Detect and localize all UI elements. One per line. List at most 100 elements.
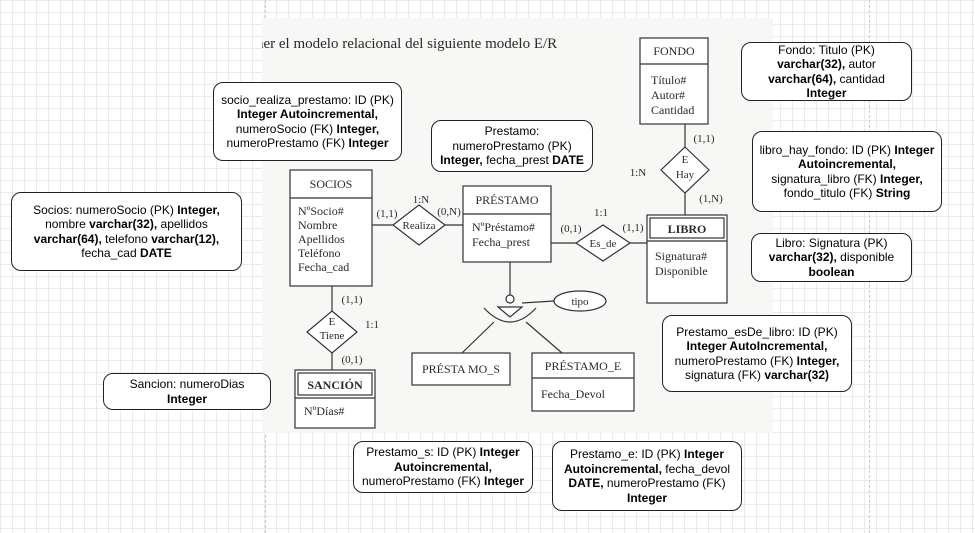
note-text-segment: numeroPrestamo (FK): [603, 476, 726, 490]
note-text-segment: Integer Autoincremental,: [563, 447, 725, 476]
note-prestamo-s: Prestamo_s: ID (PK) Integer Autoincremen…: [353, 441, 533, 493]
hay-type: 1:N: [630, 167, 647, 179]
diagram-heading: ner el modelo relacional del siguiente m…: [262, 36, 557, 52]
note-text-segment: Integer,: [796, 353, 840, 368]
realiza-label: Realiza: [403, 220, 436, 232]
realiza-diamond: [392, 204, 446, 246]
note-text-segment: signatura_libro (FK): [771, 171, 881, 186]
note-text-segment: libro_hay_fondo: ID (PK): [759, 142, 895, 157]
note-prestamo: Prestamo: numeroPrestamo (PK) Integer, f…: [431, 120, 593, 172]
note-fondo: Fondo: Titulo (PK) varchar(32), autor va…: [741, 42, 912, 101]
note-text-segment: Integer Autoincremental,: [237, 107, 378, 121]
note-text-segment: Integer Autoincremental,: [797, 142, 935, 172]
socios-entity-box: [289, 169, 373, 287]
note-text-segment: autor: [845, 57, 876, 71]
note-text-segment: varchar(12),: [151, 231, 220, 246]
libro-attr: Signatura#: [655, 249, 707, 263]
tiene-mark: E: [329, 316, 336, 328]
note-text-segment: boolean: [808, 264, 855, 279]
note-text-segment: varchar(32),: [768, 250, 837, 265]
note-text-segment: Libro: Signatura (PK): [775, 235, 888, 250]
tiene-type: 1:1: [365, 319, 379, 331]
note-text-segment: nombre: [45, 217, 90, 231]
prestamo-e-title: PRÉSTAMO_E: [545, 359, 621, 373]
es-de-diamond: [574, 224, 632, 262]
fondo-attr: Cantidad: [651, 103, 694, 117]
note-text-segment: Socios: numeroSocio (PK): [33, 202, 178, 217]
es-de-label: Es_de: [590, 238, 617, 250]
note-text-segment: numeroPrestamo (FK): [226, 136, 349, 150]
note-text-segment: Integer,: [880, 171, 923, 186]
prestamo-entity-box: [462, 185, 552, 263]
note-text-segment: Integer: [626, 490, 667, 505]
socios-attr: Fecha_cad: [298, 260, 349, 274]
realiza-card: (1,1): [376, 208, 397, 220]
note-text-segment: DATE: [552, 153, 584, 168]
socios-attr: NºSocio#: [298, 204, 344, 218]
fondo-entity-box: [639, 37, 709, 125]
note-text-segment: Prestamo_esDe_libro: ID (PK): [676, 324, 838, 339]
tipo-attribute-ellipse: [553, 290, 607, 312]
note-text-segment: Integer,: [440, 153, 483, 168]
tiene-card: (1,1): [341, 294, 362, 306]
note-text-segment: numeroPrestamo (FK): [361, 474, 485, 489]
note-text-segment: DATE,: [568, 476, 604, 490]
es-de-type: 1:1: [594, 207, 608, 219]
fondo-attr: Autor#: [651, 88, 685, 102]
note-text-segment: signatura (FK): [684, 368, 765, 382]
note-text-segment: Fondo: Titulo (PK): [778, 42, 875, 57]
hay-card: (1,N): [699, 193, 723, 205]
tiene-label: Tiene: [320, 330, 345, 342]
realiza-card: (0,N): [437, 206, 461, 218]
er-diagram-image: ner el modelo relacional del siguiente m…: [262, 18, 773, 433]
hay-mark: E: [682, 154, 689, 166]
note-text-segment: Prestamo_s: ID (PK): [366, 445, 480, 460]
note-text-segment: Integer Autoincremental,: [393, 445, 520, 474]
note-text-segment: DATE: [139, 246, 172, 260]
note-text-segment: numeroPrestamo (FK): [674, 353, 797, 368]
note-text-segment: numeroSocio (FK): [235, 121, 337, 136]
note-text-segment: varchar(32): [764, 368, 830, 382]
tiene-card: (0,1): [341, 354, 362, 366]
note-socios: Socios: numeroSocio (PK) Integer, nombre…: [11, 192, 242, 271]
note-text-segment: telefono: [101, 231, 152, 246]
note-text-segment: varchar(64),: [33, 231, 102, 246]
fondo-attr: Título#: [651, 73, 686, 87]
note-text-segment: fecha_devol: [661, 461, 731, 476]
note-prestamo-e: Prestamo_e: ID (PK) Integer Autoincremen…: [552, 441, 742, 511]
note-text-segment: Integer: [348, 136, 389, 150]
libro-attr: Disponible: [655, 264, 708, 278]
note-text-segment: disponible: [836, 250, 895, 265]
prestamo-e-attr: Fecha_Devol: [541, 387, 606, 401]
socios-attr: Apellidos: [298, 232, 345, 246]
note-text-segment: fondo_titulo (FK): [783, 186, 876, 200]
note-text-segment: cantidad: [836, 71, 885, 86]
note-text-segment: Integer,: [336, 121, 380, 136]
libro-title: LIBRO: [668, 222, 707, 236]
note-prestamo-esde-libro: Prestamo_esDe_libro: ID (PK) Integer Aut…: [662, 315, 852, 392]
note-text-segment: Integer: [166, 391, 207, 406]
es-de-card: (1,1): [622, 222, 643, 234]
prestamo-attr: Fecha_prest: [472, 235, 531, 249]
fondo-title: FONDO: [653, 44, 695, 58]
note-text-segment: Integer: [806, 86, 847, 100]
prestamo-e-entity-box: [531, 352, 635, 412]
note-text-segment: Prestamo_e: ID (PK): [569, 447, 685, 461]
note-libro: Libro: Signatura (PK) varchar(32), dispo…: [751, 233, 912, 282]
note-sancion: Sancion: numeroDias Integer: [103, 373, 271, 410]
prestamo-s-title: PRÉSTA MO_S: [422, 362, 500, 376]
sancion-attr: NºDías#: [304, 404, 344, 418]
tipo-label: tipo: [571, 296, 589, 308]
prestamo-s-entity-box: [411, 352, 511, 386]
note-text-segment: Prestamo: numeroPrestamo (PK): [452, 124, 572, 153]
note-libro-hay-fondo: libro_hay_fondo: ID (PK) Integer Autoinc…: [752, 131, 942, 212]
note-text-segment: fecha_cad: [81, 246, 140, 260]
note-text-segment: Sancion: numeroDias: [129, 377, 245, 391]
note-text-segment: apellidos: [157, 217, 208, 231]
sancion-title: SANCIÓN: [307, 378, 363, 392]
note-text-segment: Integer AutoIncremental,: [686, 339, 828, 353]
note-text-segment: varchar(32),: [777, 57, 846, 71]
hay-card: (1,1): [693, 133, 714, 145]
note-text-segment: String: [875, 186, 911, 200]
realiza-type: 1:N: [413, 194, 430, 206]
